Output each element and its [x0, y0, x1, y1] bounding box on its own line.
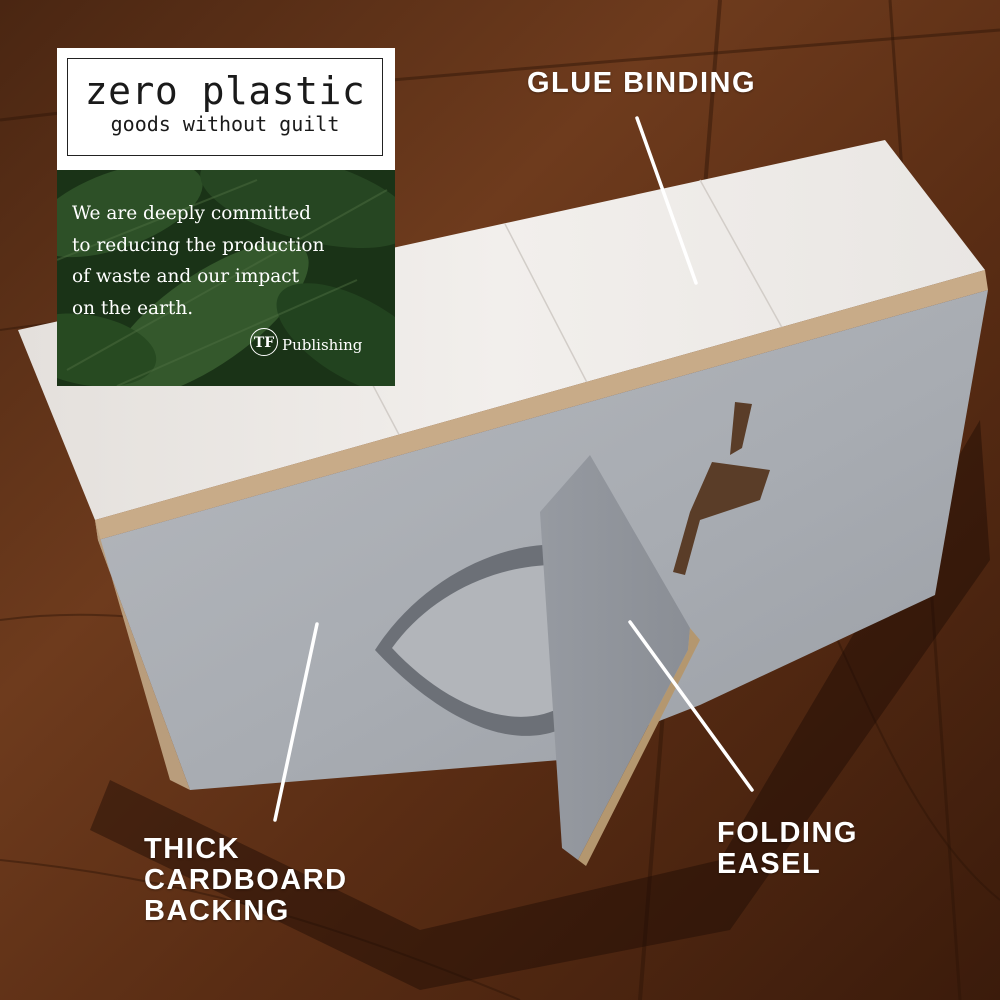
brand-title: zero plastic	[84, 69, 366, 113]
message-line: on the earth.	[72, 297, 194, 319]
callout-line: EASEL	[717, 848, 822, 880]
callout-lines	[273, 116, 754, 822]
glue-binding-label: GLUE BINDING	[527, 68, 756, 99]
publisher-name: Publishing	[282, 336, 363, 354]
tf-logo-icon: TF	[250, 328, 278, 356]
easel-slot	[673, 402, 770, 575]
easel-cutout-inner	[392, 565, 565, 717]
commitment-message: We are deeply committed to reducing the …	[72, 198, 387, 324]
callout-line: THICK	[144, 833, 241, 865]
brand-logo-box: zero plastic goods without guilt	[67, 58, 383, 156]
glue-binding-edge	[95, 270, 988, 540]
folding-easel-label: FOLDING EASEL	[717, 818, 858, 880]
callout-line: FOLDING	[717, 817, 858, 849]
message-line: to reducing the production	[72, 234, 325, 256]
cardboard-backing-label: THICK CARDBOARD BACKING	[144, 834, 348, 927]
brand-tagline: goods without guilt	[110, 112, 340, 136]
callout-line: CARDBOARD	[144, 864, 348, 896]
folding-easel	[540, 455, 690, 860]
callout-line: GLUE BINDING	[527, 67, 757, 99]
easel-edge	[578, 628, 700, 866]
page-block-top	[18, 140, 985, 520]
leaf-background	[57, 170, 395, 386]
message-line: of waste and our impact	[72, 266, 300, 287]
message-line: We are deeply committed	[72, 203, 312, 224]
promo-panel: zero plastic goods without guilt We are …	[57, 48, 395, 386]
callout-line: BACKING	[144, 895, 290, 927]
book-shadow	[90, 420, 990, 990]
